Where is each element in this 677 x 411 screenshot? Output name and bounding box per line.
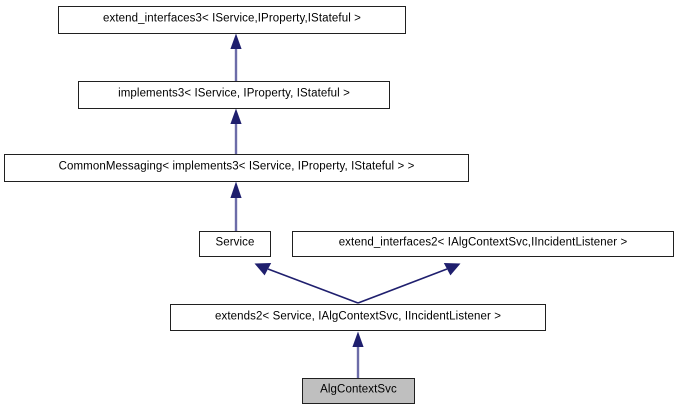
class-node-label: extend_interfaces3< IService,IProperty,I… xyxy=(103,12,361,25)
edge-extends2-to-service xyxy=(254,263,359,304)
class-node-commonmessaging[interactable]: CommonMessaging< implements3< IService, … xyxy=(4,154,469,182)
class-node-label: AlgContextSvc xyxy=(320,383,397,396)
class-node-label: extend_interfaces2< IAlgContextSvc,IInci… xyxy=(338,236,628,249)
class-node-label: Service xyxy=(215,236,255,249)
edge-implements3-to-extend-interfaces3 xyxy=(230,33,242,81)
class-node-label: implements3< IService, IProperty, IState… xyxy=(118,87,350,100)
edge-service-to-commonmessaging xyxy=(230,181,242,231)
edge-extends2-to-extend-interfaces2 xyxy=(357,263,461,304)
class-node-extend-interfaces2[interactable]: extend_interfaces2< IAlgContextSvc,IInci… xyxy=(292,231,674,257)
class-node-implements3[interactable]: implements3< IService, IProperty, IState… xyxy=(78,81,390,109)
edge-commonmessaging-to-implements3 xyxy=(230,108,242,154)
class-node-algcontextsvc[interactable]: AlgContextSvc xyxy=(302,378,415,404)
class-node-extend-interfaces3[interactable]: extend_interfaces3< IService,IProperty,I… xyxy=(58,6,406,34)
class-node-extends2[interactable]: extends2< Service, IAlgContextSvc, IInci… xyxy=(170,304,546,331)
class-node-label: extends2< Service, IAlgContextSvc, IInci… xyxy=(214,310,502,323)
edge-algcontextsvc-to-extends2 xyxy=(352,331,364,378)
class-node-service[interactable]: Service xyxy=(199,231,271,257)
class-node-label: CommonMessaging< implements3< IService, … xyxy=(58,160,415,173)
